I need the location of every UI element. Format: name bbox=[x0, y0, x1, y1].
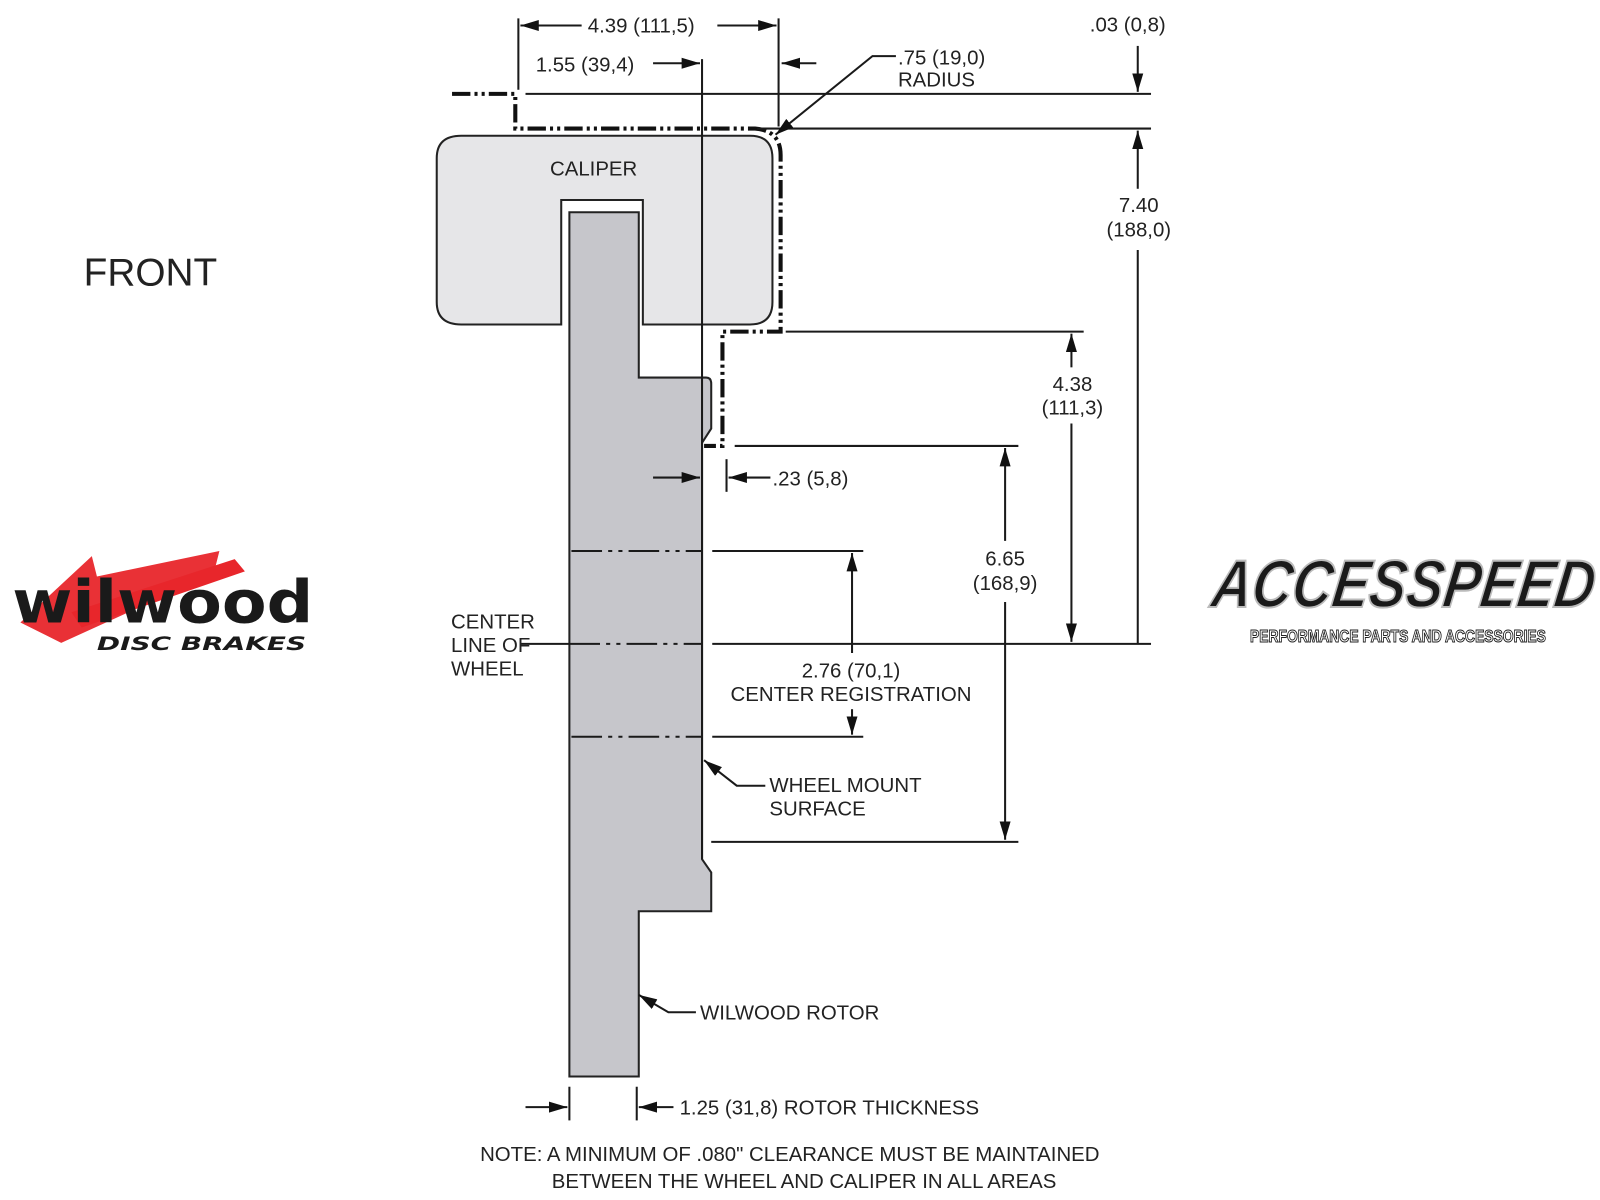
dim-center-reg-label: CENTER REGISTRATION bbox=[731, 684, 972, 706]
clearance-note-line-2: BETWEEN THE WHEEL AND CALIPER IN ALL ARE… bbox=[552, 1171, 1057, 1193]
dim-center-reg-value: 2.76 (70,1) bbox=[802, 661, 901, 683]
dim-rotor-thickness: 1.25 (31,8) ROTOR THICKNESS bbox=[680, 1097, 980, 1119]
accesspeed-logo: ACCESSPEED PERFORMANCE PARTS AND ACCESSO… bbox=[1205, 546, 1600, 646]
dim-upper-height-mm: (111,3) bbox=[1042, 397, 1104, 419]
accesspeed-tagline: PERFORMANCE PARTS AND ACCESSORIES bbox=[1250, 626, 1546, 646]
wilwood-logo: wilwood DISC BRAKES bbox=[12, 551, 313, 655]
part-labels: CENTER LINE OF WHEEL WHEEL MOUNT SURFACE… bbox=[451, 612, 922, 1025]
wilwood-wordmark: wilwood bbox=[12, 567, 313, 636]
center-line-label-3: WHEEL bbox=[451, 659, 524, 681]
dimension-arrows bbox=[520, 20, 1144, 1121]
center-line-label-2: LINE OF bbox=[451, 635, 530, 657]
dim-step: .23 (5,8) bbox=[772, 469, 848, 491]
wheel-clearance-envelope bbox=[452, 91, 783, 448]
dim-mount-height-mm: (168,9) bbox=[973, 573, 1038, 595]
wilwood-tagline: DISC BRAKES bbox=[97, 634, 306, 655]
caliper-label: CALIPER bbox=[550, 159, 637, 181]
dimension-labels: 4.39 (111,5) 1.55 (39,4) .75 (19,0) RADI… bbox=[536, 15, 1171, 1120]
dim-top-gap: .03 (0,8) bbox=[1090, 15, 1166, 37]
clearance-note-line-1: NOTE: A MINIMUM OF .080" CLEARANCE MUST … bbox=[480, 1144, 1099, 1166]
reference-lines bbox=[517, 18, 1152, 860]
front-view-label: FRONT bbox=[84, 252, 218, 295]
caliper-body bbox=[435, 134, 774, 326]
accesspeed-wordmark: ACCESSPEED bbox=[1206, 547, 1600, 622]
dim-offset: 1.55 (39,4) bbox=[536, 54, 635, 76]
dim-total-height-in: 7.40 bbox=[1119, 195, 1159, 217]
dim-total-height-mm: (188,0) bbox=[1106, 220, 1171, 242]
dim-radius-value: .75 (19,0) bbox=[898, 47, 985, 69]
rotor-label: WILWOOD ROTOR bbox=[700, 1002, 879, 1024]
wheel-mount-label-1: WHEEL MOUNT bbox=[769, 775, 921, 797]
center-line-label-1: CENTER bbox=[451, 612, 535, 634]
dim-radius-label: RADIUS bbox=[898, 70, 975, 92]
dim-overall-width: 4.39 (111,5) bbox=[588, 16, 695, 38]
dim-mount-height-in: 6.65 bbox=[985, 548, 1025, 570]
wheel-mount-label-2: SURFACE bbox=[769, 798, 865, 820]
dim-upper-height-in: 4.38 bbox=[1053, 374, 1093, 396]
